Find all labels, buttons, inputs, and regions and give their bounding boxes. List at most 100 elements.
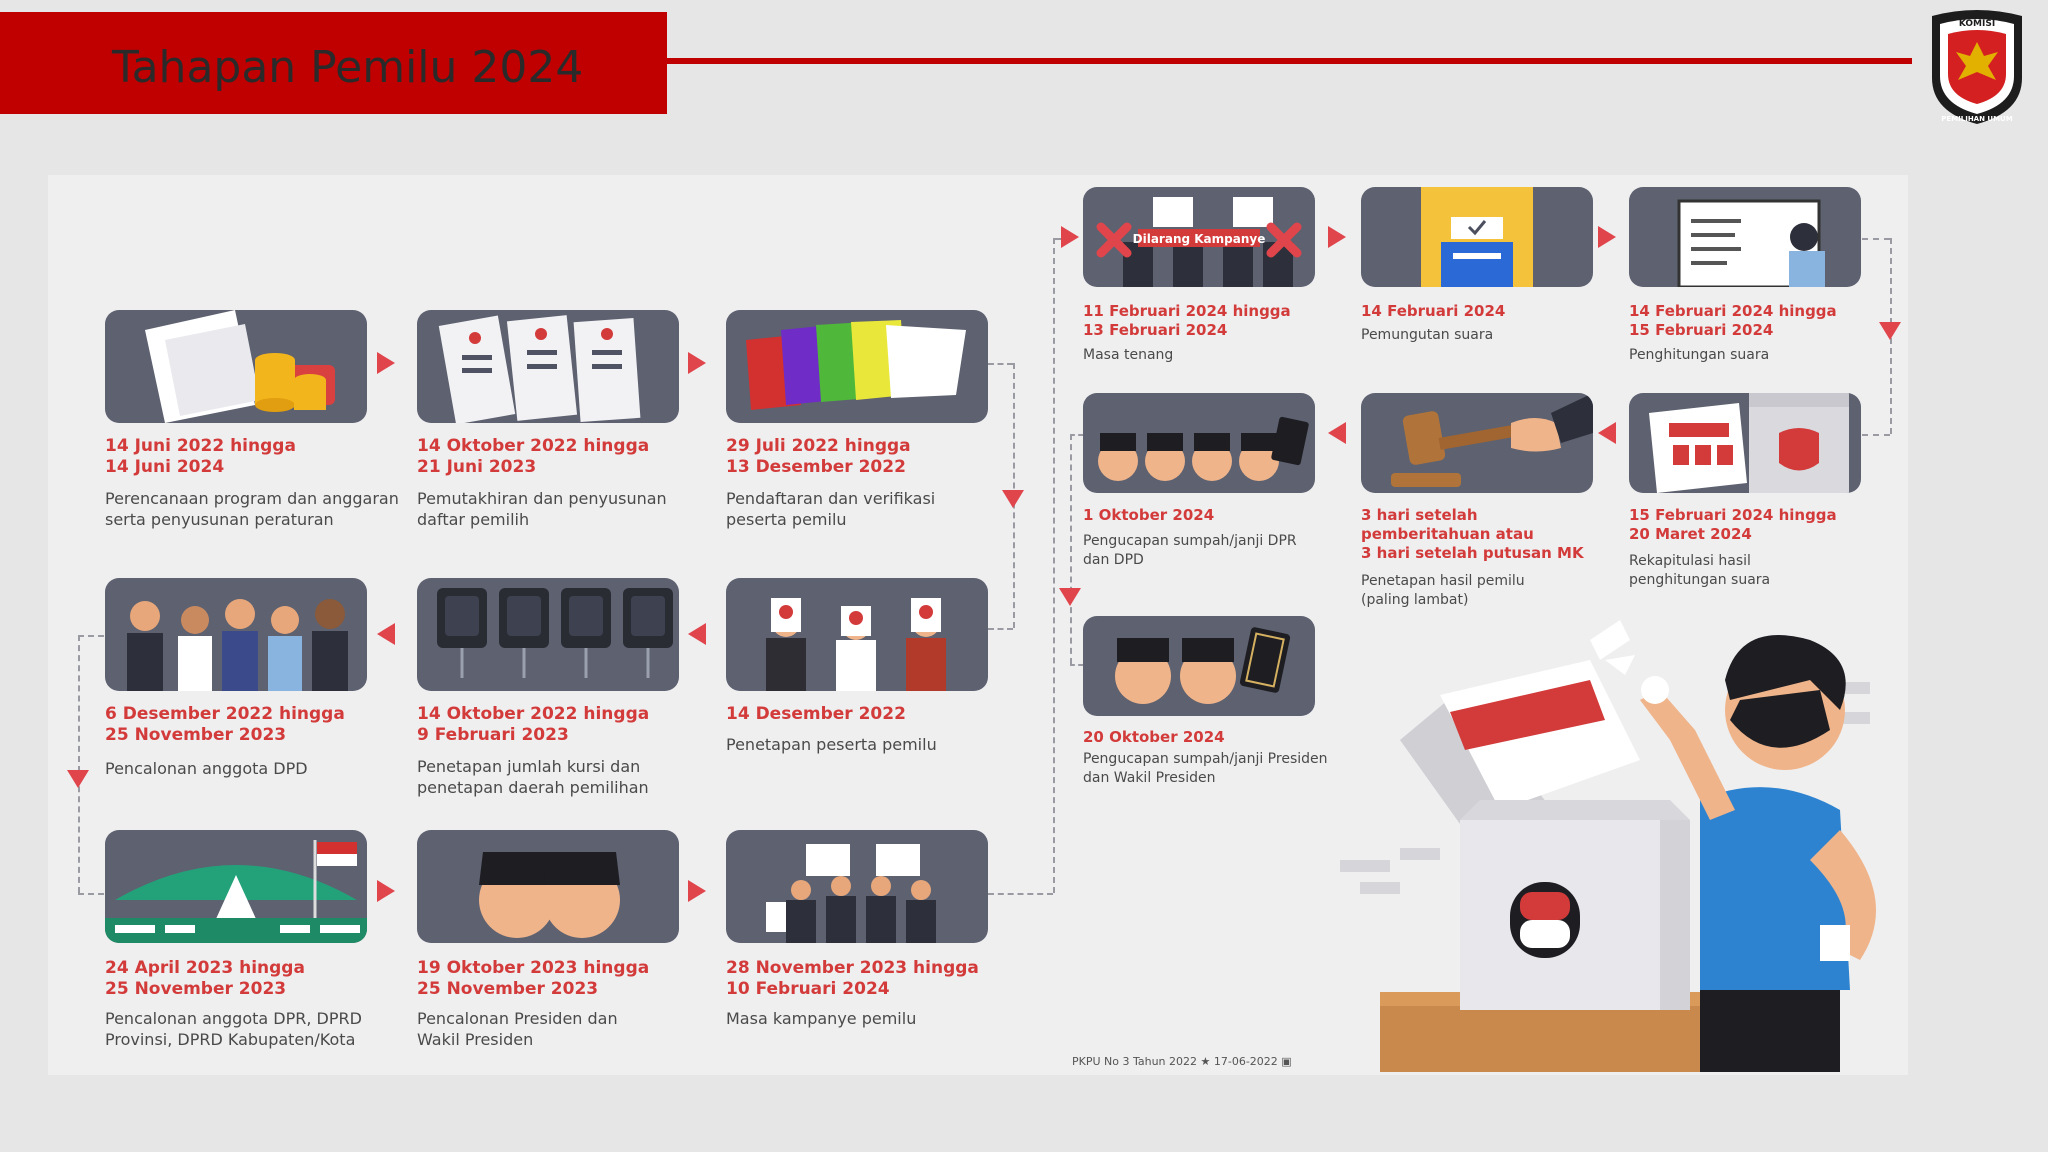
- connector-line: [1862, 238, 1890, 240]
- stage-card-3: [726, 310, 988, 423]
- stage-card-12: [1629, 187, 1861, 287]
- arrow-down: [1059, 588, 1081, 606]
- budget-icon: [145, 310, 335, 423]
- stage-date-5: 14 Oktober 2022 hingga 9 Februari 2023: [417, 704, 650, 745]
- connector-line: [78, 893, 104, 895]
- stage-card-13: [1629, 393, 1861, 493]
- ballot-box-icon: [1421, 187, 1533, 287]
- stage-card-8: [417, 830, 679, 943]
- stage-desc-12: Penghitungan suara: [1629, 347, 1770, 363]
- stage-desc-10: Masa tenang: [1083, 347, 1174, 363]
- oath-president-icon: [1115, 627, 1291, 704]
- no-campaign-icon: Dilarang Kampanye: [1096, 197, 1302, 287]
- oath-dpr-icon: [1098, 416, 1309, 481]
- arrow-down: [1002, 490, 1024, 508]
- arrow-right: [377, 880, 395, 902]
- stage-date-10: 11 Februari 2024 hingga 13 Februari 2024: [1083, 302, 1291, 339]
- connector-line: [988, 628, 1013, 630]
- stage-desc-9: Masa kampanye pemilu: [726, 1009, 917, 1028]
- connector-line: [1070, 664, 1083, 666]
- stage-date-1: 14 Juni 2022 hingga 14 Juni 2024: [105, 436, 296, 477]
- no-campaign-banner: Dilarang Kampanye: [1133, 232, 1266, 246]
- recap-icon: [1649, 393, 1849, 493]
- candidates-icon: [127, 599, 348, 691]
- arrow-right: [1328, 226, 1346, 248]
- arrow-left: [688, 623, 706, 645]
- arrow-right: [688, 880, 706, 902]
- connector-line: [1053, 238, 1063, 240]
- stage-card-1: [105, 310, 367, 423]
- kpu-logo: KOMISI PEMILIHAN UMUM: [1926, 8, 2028, 126]
- footnote: PKPU No 3 Tahun 2022 ★ 17-06-2022 ▣: [1072, 1055, 1292, 1068]
- stage-desc-15: Pengucapan sumpah/janji DPR dan DPD: [1083, 533, 1297, 568]
- logo-text-top: KOMISI: [1959, 19, 1995, 29]
- stage-desc-11: Pemungutan suara: [1361, 327, 1494, 343]
- seats-icon: [437, 588, 673, 678]
- connector-line: [1070, 434, 1072, 664]
- stage-card-5: [417, 578, 679, 691]
- stage-card-6: [105, 578, 367, 691]
- gavel-icon: [1391, 393, 1593, 487]
- arrow-right: [1061, 226, 1079, 248]
- stage-desc-14: Penetapan hasil pemilu (paling lambat): [1361, 573, 1525, 608]
- title-divider-line: [667, 58, 1912, 64]
- party-flags-icon: [746, 320, 966, 410]
- arrow-left: [377, 623, 395, 645]
- arrow-right: [1598, 226, 1616, 248]
- campaign-icon: [766, 844, 936, 943]
- vote-count-icon: [1677, 199, 1825, 287]
- connector-line: [78, 635, 104, 637]
- president-candidates-icon: [479, 852, 620, 938]
- stage-desc-1: Perencanaan program dan anggaran serta p…: [105, 489, 399, 529]
- connector-line: [1070, 434, 1083, 436]
- page-title: Tahapan Pemilu 2024: [112, 42, 584, 93]
- connector-line: [1053, 238, 1055, 893]
- stage-date-3: 29 Juli 2022 hingga 13 Desember 2022: [726, 436, 911, 477]
- title-bar: Tahapan Pemilu 2024: [0, 12, 667, 114]
- arrow-left: [1598, 422, 1616, 444]
- stage-card-9: [726, 830, 988, 943]
- stage-desc-16: Pengucapan sumpah/janji Presiden dan Wak…: [1083, 751, 1328, 786]
- stage-desc-2: Pemutakhiran dan penyusunan daftar pemil…: [417, 489, 667, 529]
- stage-desc-5: Penetapan jumlah kursi dan penetapan dae…: [417, 757, 649, 797]
- logo-text-bottom: PEMILIHAN UMUM: [1941, 115, 2012, 123]
- stage-desc-8: Pencalonan Presiden dan Wakil Presiden: [417, 1009, 618, 1049]
- stage-card-7: [105, 830, 367, 943]
- arrow-down: [67, 770, 89, 788]
- arrow-left: [1328, 422, 1346, 444]
- parliament-icon: [105, 840, 367, 943]
- stage-card-14: [1361, 393, 1593, 493]
- stage-desc-13: Rekapitulasi hasil penghitungan suara: [1629, 553, 1771, 588]
- stage-date-4: 14 Desember 2022: [726, 704, 906, 724]
- voter-list-icon: [438, 315, 641, 423]
- stage-card-16: [1083, 616, 1315, 716]
- stage-card-10: Dilarang Kampanye: [1083, 187, 1315, 287]
- stage-date-14: 3 hari setelah pemberitahuan atau 3 hari…: [1361, 506, 1584, 562]
- stage-date-12: 14 Februari 2024 hingga 15 Februari 2024: [1629, 302, 1837, 339]
- stage-desc-4: Penetapan peserta pemilu: [726, 735, 937, 754]
- stage-card-2: [417, 310, 679, 423]
- stage-card-11: [1361, 187, 1593, 287]
- arrow-right: [377, 352, 395, 374]
- stage-date-2: 14 Oktober 2022 hingga 21 Juni 2023: [417, 436, 650, 477]
- stage-date-13: 15 Februari 2024 hingga 20 Maret 2024: [1629, 506, 1837, 543]
- stage-desc-7: Pencalonan anggota DPR, DPRD Provinsi, D…: [105, 1009, 362, 1049]
- stage-desc-6: Pencalonan anggota DPD: [105, 759, 308, 778]
- stage-desc-3: Pendaftaran dan verifikasi peserta pemil…: [726, 489, 936, 529]
- voter-illustration: [1340, 620, 1876, 1072]
- connector-line: [78, 635, 80, 893]
- stage-date-7: 24 April 2023 hingga 25 November 2023: [105, 958, 305, 999]
- stage-card-15: [1083, 393, 1315, 493]
- arrow-down: [1879, 322, 1901, 340]
- arrow-right: [688, 352, 706, 374]
- participants-icon: [766, 598, 946, 691]
- connector-line: [988, 363, 1013, 365]
- stage-date-6: 6 Desember 2022 hingga 25 November 2023: [105, 704, 345, 745]
- connector-line: [1862, 434, 1890, 436]
- connector-line: [988, 893, 1053, 895]
- stage-date-11: 14 Februari 2024: [1361, 302, 1506, 320]
- stage-date-8: 19 Oktober 2023 hingga 25 November 2023: [417, 958, 650, 999]
- stage-date-9: 28 November 2023 hingga 10 Februari 2024: [726, 958, 979, 999]
- stage-date-16: 20 Oktober 2024: [1083, 728, 1225, 746]
- stage-card-4: [726, 578, 988, 691]
